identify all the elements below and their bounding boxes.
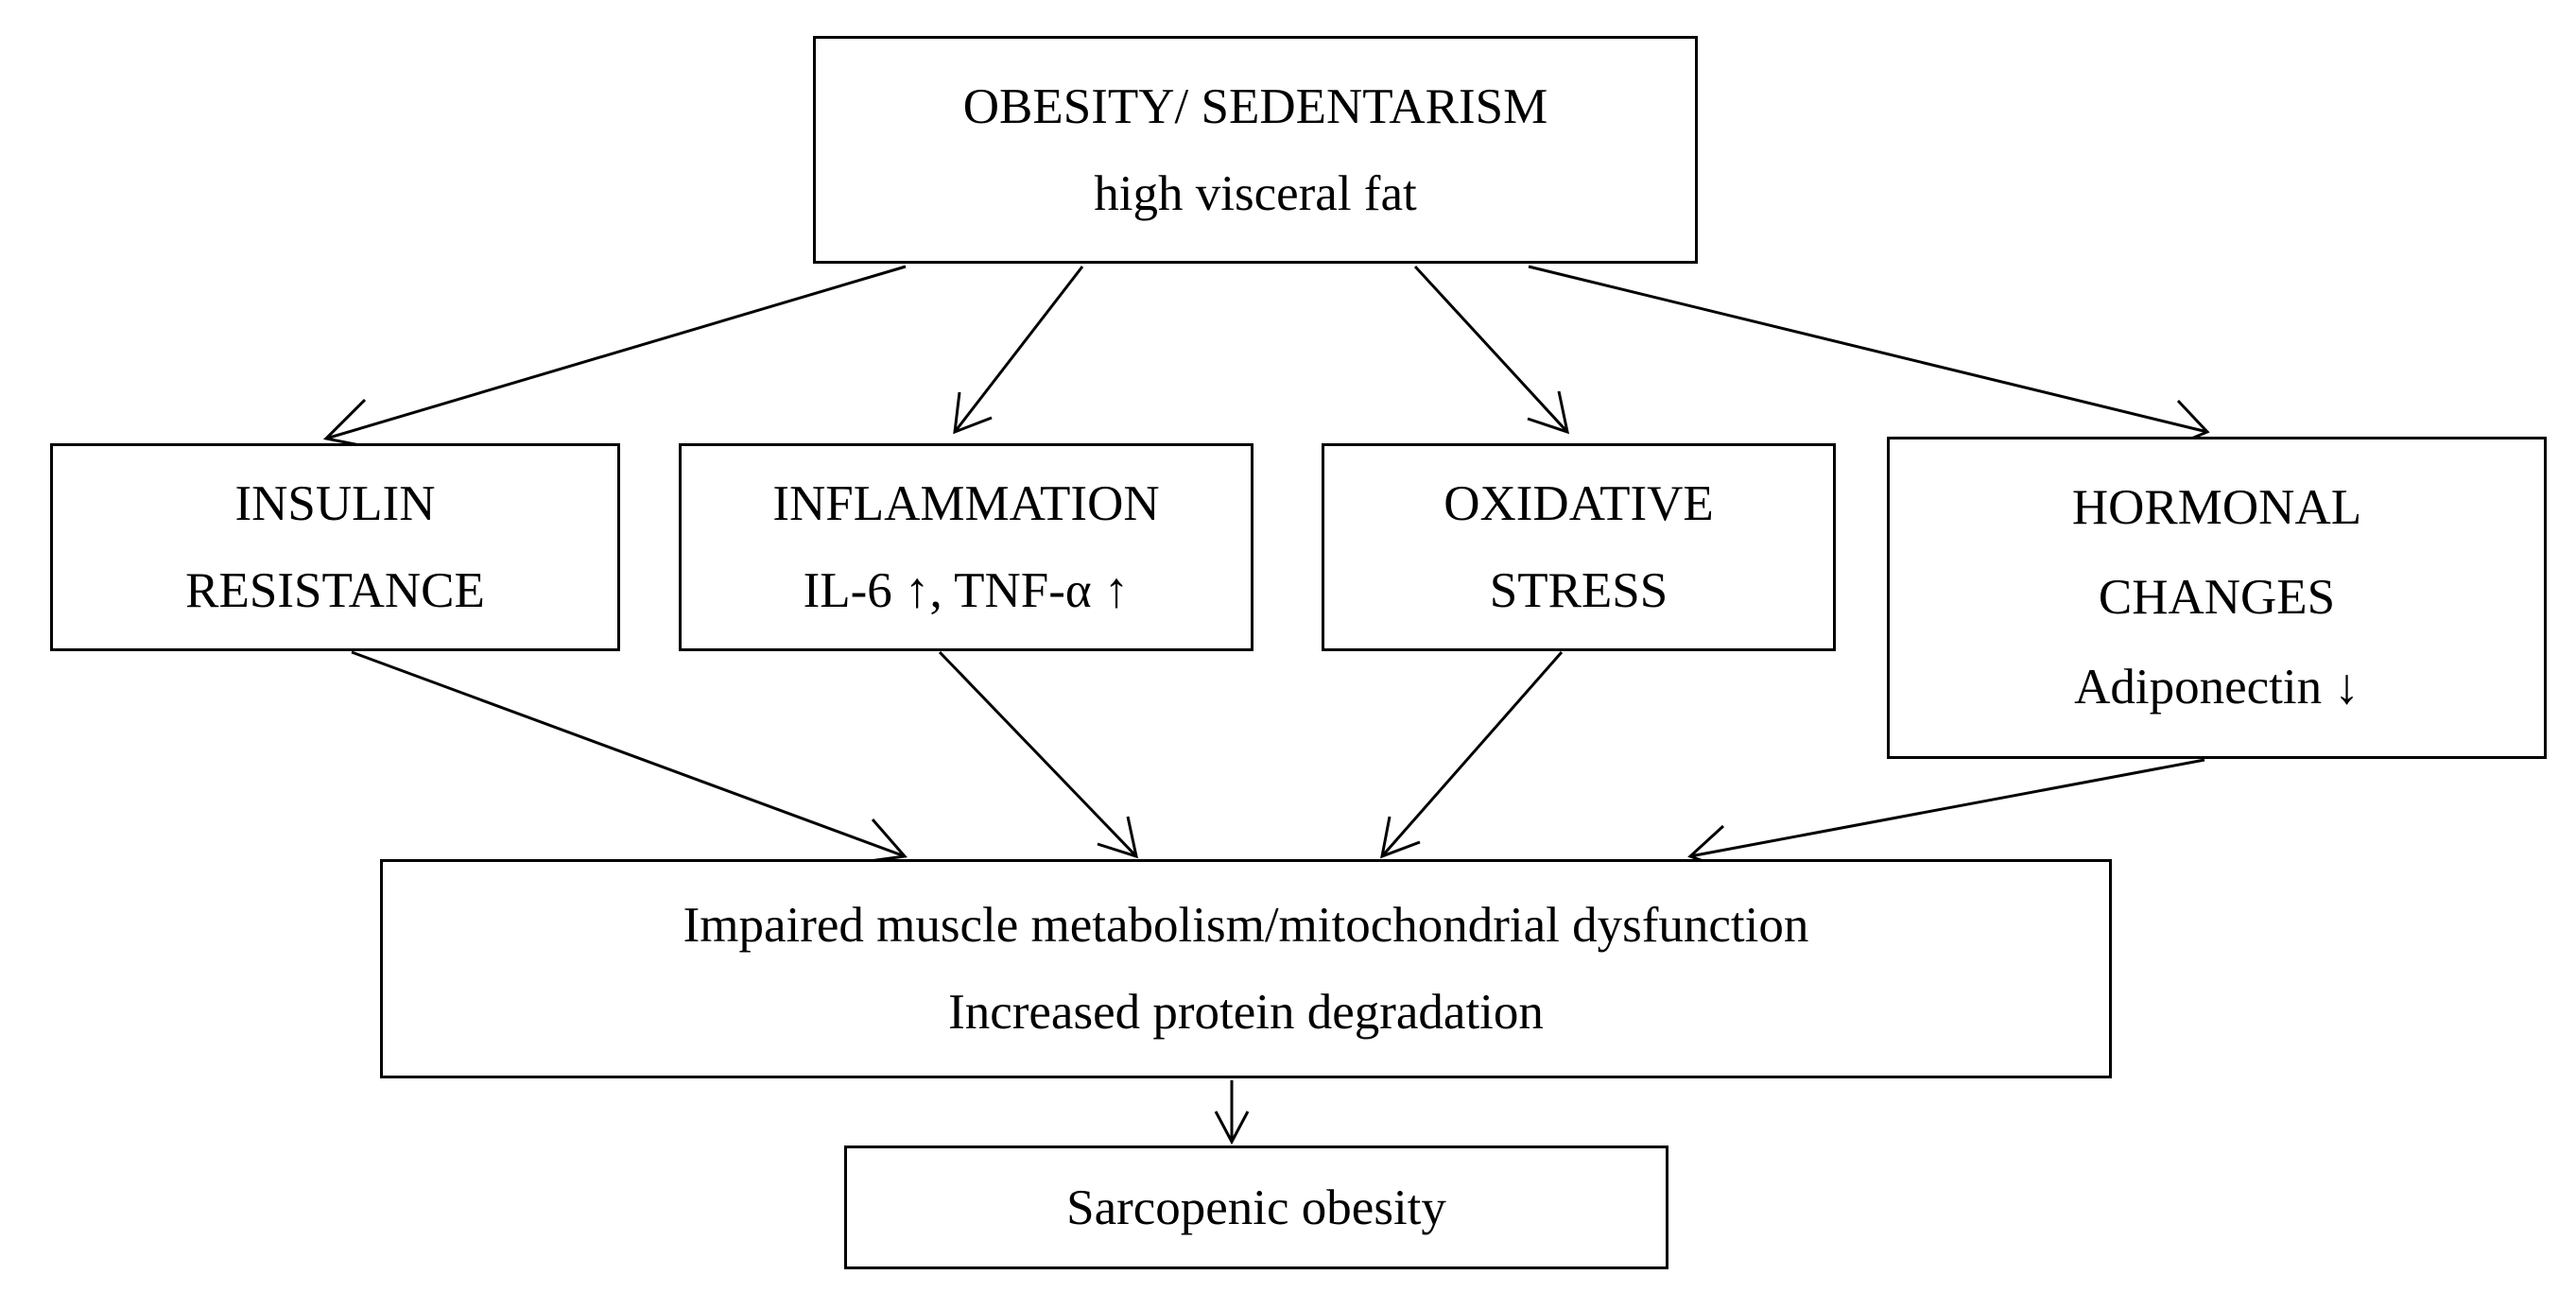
arrow-impaired-to-outcome bbox=[1214, 1080, 1250, 1146]
arrow-obesity-to-hormonal bbox=[1528, 265, 2210, 450]
arrow-obesity-to-oxidative bbox=[1413, 265, 1570, 435]
hormonal-changes-box: HORMONAL CHANGES Adiponectin ↓ bbox=[1887, 437, 2547, 759]
hormonal-label: HORMONAL bbox=[2071, 480, 2362, 535]
inflammation-label: INFLAMMATION bbox=[772, 476, 1160, 531]
sarcopenic-obesity-box: Sarcopenic obesity bbox=[844, 1146, 1668, 1269]
arrow-obesity-to-inflammation bbox=[953, 266, 1084, 435]
oxidative-label: OXIDATIVE bbox=[1444, 476, 1714, 531]
impaired-metabolism-label: Impaired muscle metabolism/mitochondrial… bbox=[683, 898, 1809, 953]
resistance-label: RESISTANCE bbox=[185, 563, 485, 618]
sarcopenic-obesity-label: Sarcopenic obesity bbox=[1066, 1180, 1446, 1235]
oxidative-stress-box: OXIDATIVE STRESS bbox=[1322, 443, 1836, 651]
inflammation-box: INFLAMMATION IL-6 ↑, TNF-α ↑ bbox=[679, 443, 1253, 651]
protein-degradation-label: Increased protein degradation bbox=[948, 985, 1544, 1040]
obesity-sedentarism-box: OBESITY/ SEDENTARISM high visceral fat bbox=[813, 36, 1698, 264]
insulin-label: INSULIN bbox=[234, 476, 436, 531]
adiponectin-label: Adiponectin ↓ bbox=[2074, 660, 2360, 715]
arrow-insulin-to-impaired bbox=[351, 650, 908, 865]
stress-label: STRESS bbox=[1489, 563, 1668, 618]
arrow-inflammation-to-impaired bbox=[938, 650, 1139, 859]
arrow-hormonal-to-impaired bbox=[1687, 758, 2205, 873]
insulin-resistance-box: INSULIN RESISTANCE bbox=[50, 443, 620, 651]
impaired-metabolism-box: Impaired muscle metabolism/mitochondrial… bbox=[380, 859, 2112, 1078]
obesity-title: OBESITY/ SEDENTARISM bbox=[962, 78, 1548, 134]
arrow-oxidative-to-impaired bbox=[1380, 651, 1564, 859]
arrow-obesity-to-insulin bbox=[322, 265, 907, 451]
visceral-fat-label: high visceral fat bbox=[1094, 165, 1417, 221]
cytokines-label: IL-6 ↑, TNF-α ↑ bbox=[803, 563, 1130, 618]
changes-label: CHANGES bbox=[2098, 570, 2336, 625]
